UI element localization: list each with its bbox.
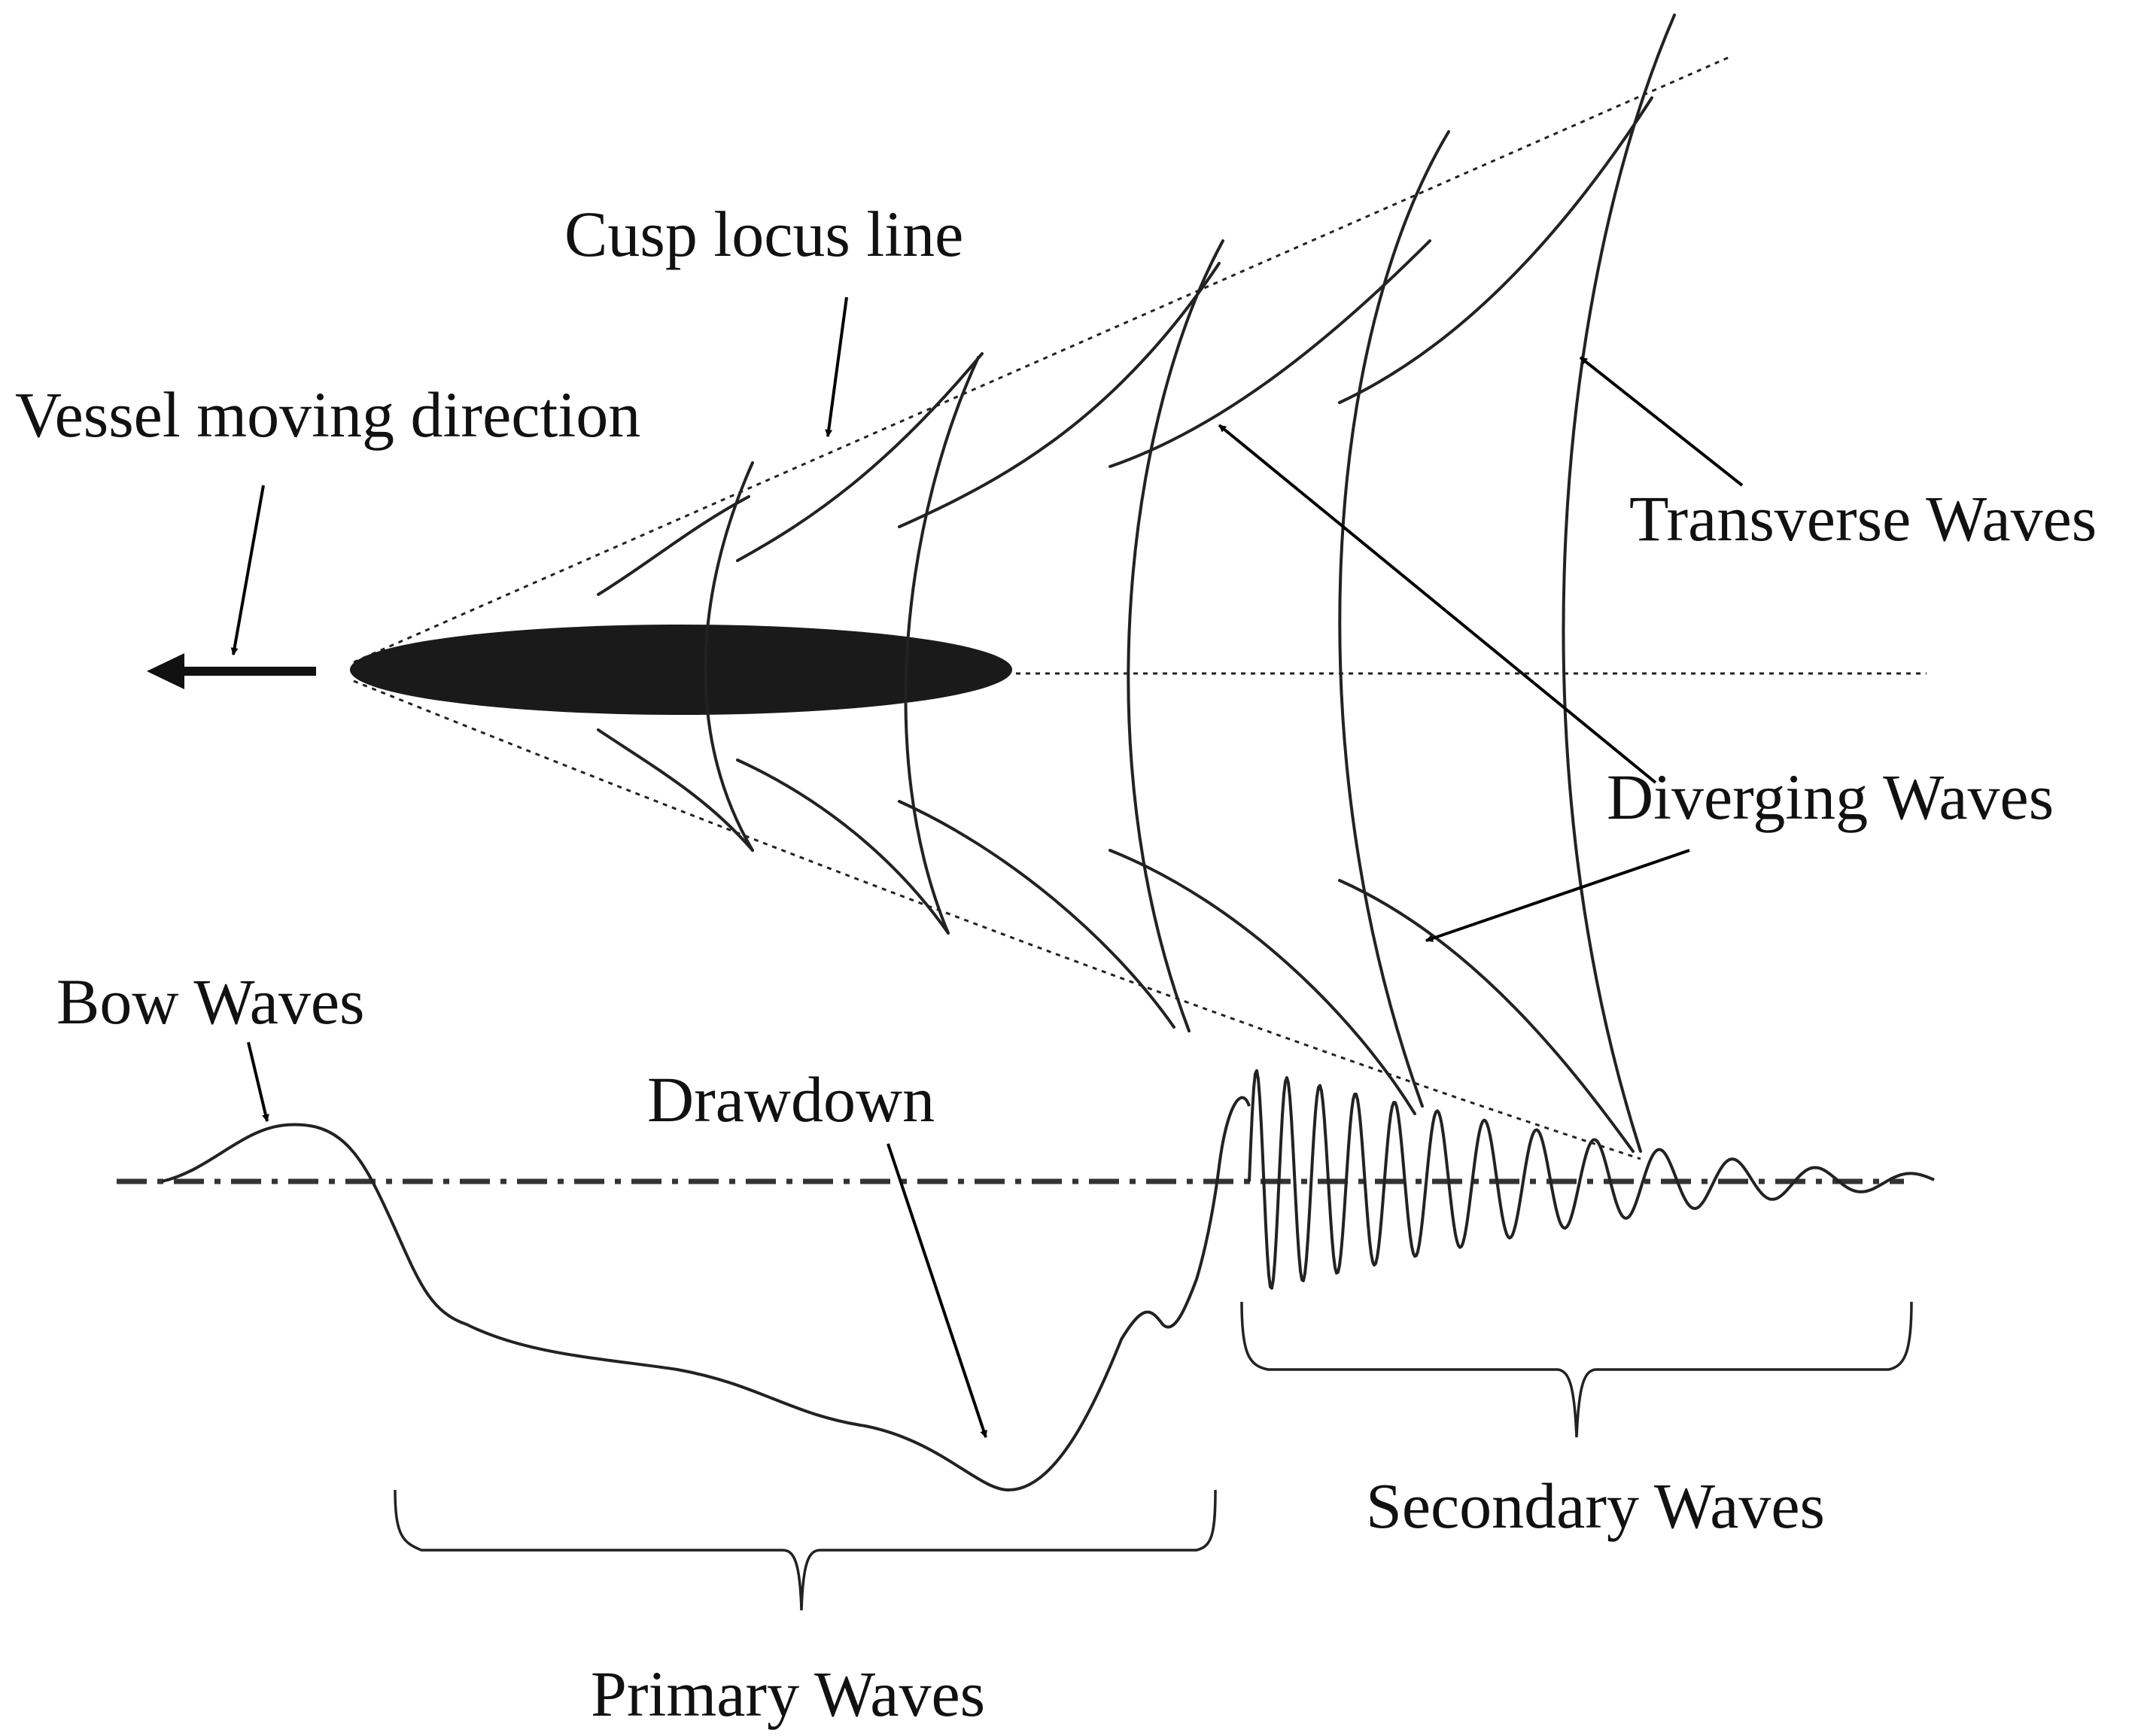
transverse-wave-3 (1127, 239, 1224, 1032)
diverging-wave-upper-5 (1338, 96, 1653, 404)
cusp-locus-line-upper (353, 55, 1732, 664)
diverging-wave-upper-4 (1109, 239, 1431, 468)
diverging-wave-lower-4 (1109, 849, 1416, 1115)
bow-waves-arrow (247, 1041, 269, 1122)
diverging-wave-upper-2 (736, 352, 984, 562)
secondary-wave-profile (1248, 1069, 1935, 1290)
secondary-waves-label: Secondary Waves (1366, 1470, 1825, 1542)
cusp-locus-arrow (825, 296, 848, 437)
vessel-direction-label-arrow (230, 485, 265, 655)
transverse-waves-label: Transverse Waves (1629, 482, 2097, 555)
drawdown-label: Drawdown (647, 1063, 935, 1136)
primary-waves-brace (394, 1489, 1217, 1611)
transverse-waves-arrow (1579, 356, 1744, 487)
transverse-wave-5 (1562, 14, 1676, 1153)
diverging-waves-label: Diverging Waves (1607, 761, 2054, 833)
transverse-wave-1 (704, 461, 754, 852)
diverging-wave-upper-1 (597, 495, 750, 596)
diverging-wave-lower-3 (898, 800, 1175, 1029)
vessel-moving-direction-label: Vessel moving direction (15, 379, 640, 451)
diverging-wave-lower-5 (1338, 879, 1635, 1153)
secondary-waves-brace (1240, 1301, 1913, 1438)
drawdown-arrow (887, 1143, 987, 1438)
diverging-wave-lower-2 (736, 759, 950, 935)
diverging-waves-arrow-lower (1425, 849, 1690, 942)
diverging-waves-arrow-upper (1218, 424, 1657, 784)
diverging-wave-upper-3 (898, 262, 1221, 528)
diverging-wave-lower-1 (597, 728, 754, 852)
primary-waves-label: Primary Waves (591, 1658, 985, 1730)
cusp-locus-line-label: Cusp locus line (564, 198, 963, 270)
vessel-hull (350, 625, 1012, 715)
cusp-locus-line-lower (353, 680, 1641, 1160)
transverse-wave-2 (904, 356, 980, 935)
transverse-wave-4 (1338, 130, 1450, 1108)
primary-wave-profile (161, 1096, 1251, 1491)
vessel-direction-arrowhead (147, 653, 184, 689)
bow-waves-label: Bow Waves (56, 965, 365, 1038)
